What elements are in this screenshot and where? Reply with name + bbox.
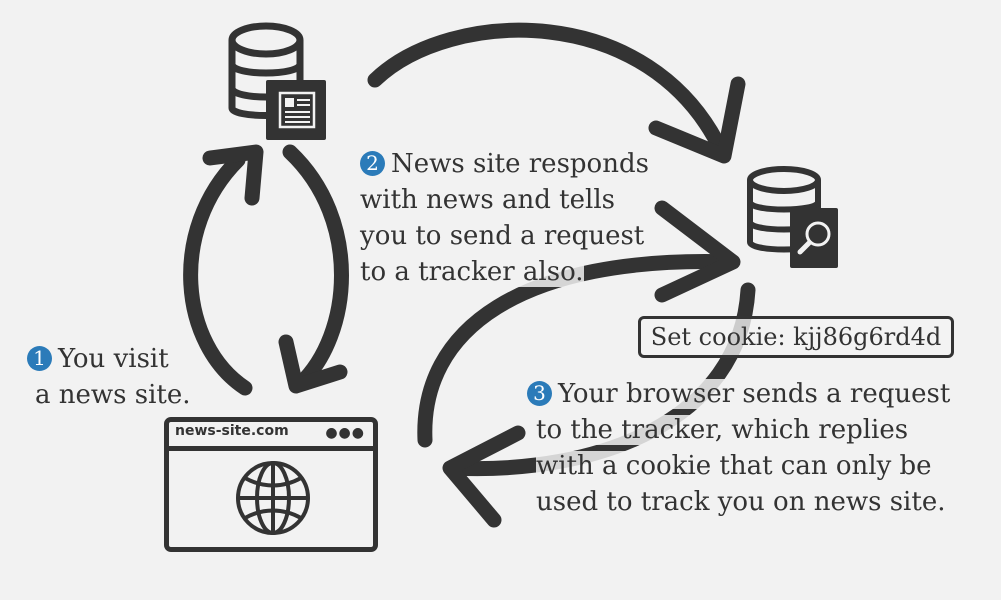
browser-menu-icon: ●●●: [325, 425, 365, 441]
browser-url: news-site.com: [175, 423, 289, 439]
browser-window: news-site.com ●●●: [164, 417, 378, 552]
step-3-badge: 3: [527, 381, 552, 406]
arrow-news-site-to-browser: [278, 144, 349, 394]
browser-address-bar: news-site.com ●●●: [169, 422, 373, 451]
magnifier-icon: [797, 221, 831, 255]
step-1-badge: 1: [27, 346, 52, 371]
step-2-badge: 2: [360, 151, 385, 176]
tracker-database-icon: [747, 166, 838, 268]
arrow-browser-to-tracker: [417, 200, 741, 448]
globe-icon: [236, 461, 310, 535]
arrow-browser-to-news-site: [183, 144, 264, 396]
set-cookie-label: Set cookie: kjj86g6rd4d: [638, 316, 954, 358]
arrow-news-site-to-tracker: [367, 22, 746, 164]
newspaper-icon: [278, 91, 316, 129]
news-database-icon: [228, 22, 326, 140]
